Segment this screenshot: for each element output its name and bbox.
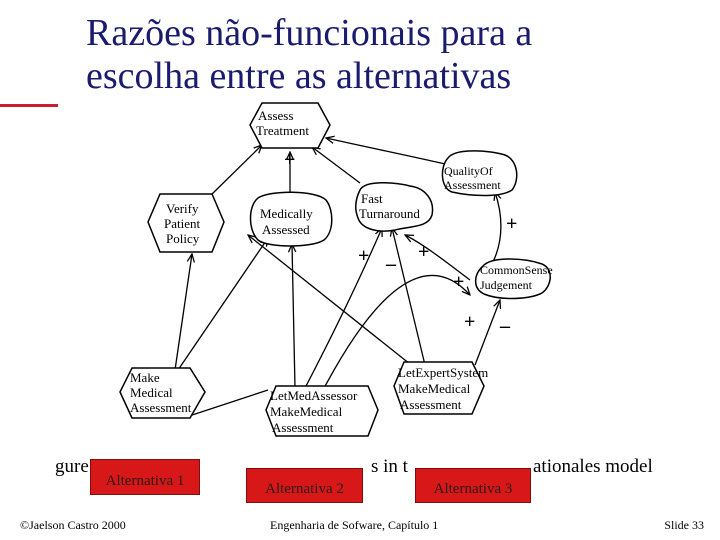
edge-make-to-verify	[174, 254, 192, 371]
svg-text:Verify: Verify	[166, 201, 199, 216]
node-fast-turnaround: Fast Turnaround	[355, 182, 434, 232]
contribution-common-plus: +	[453, 271, 464, 293]
svg-text:MakeMedical: MakeMedical	[398, 381, 471, 396]
contribution-fast-plus-1: +	[358, 245, 369, 267]
node-verify-patient-policy: Verify Patient Policy	[147, 193, 225, 253]
slide-title-line-2: escolha entre as alternativas	[86, 55, 512, 97]
slide-title: Razões não-funcionais para a escolha ent…	[86, 12, 706, 98]
edge-expert-to-common	[474, 300, 500, 366]
footer-course: Engenharia de Sofware, Capítulo 1	[270, 518, 439, 532]
svg-text:Medically: Medically	[260, 206, 313, 221]
footer-slide-number: Slide 33	[664, 518, 704, 532]
node-common-sense-judgement: CommonSense Judgement	[474, 258, 553, 300]
edge-verify-to-assess	[209, 145, 262, 197]
svg-text:LetExpertSystem: LetExpertSystem	[398, 365, 488, 380]
svg-text:Assessed: Assessed	[262, 222, 310, 237]
contribution-quality-plus: +	[506, 213, 517, 235]
contribution-expert-minus: –	[499, 315, 511, 337]
caption-left-fragment: gure	[55, 456, 89, 477]
edge-fast-to-assess	[312, 147, 361, 184]
contribution-fast-minus: –	[385, 253, 397, 275]
edge-make-to-medically	[177, 238, 268, 371]
caption-right-fragment: ationales model	[533, 456, 653, 477]
edge-letmed-to-common	[321, 274, 470, 393]
svg-text:Medical: Medical	[130, 385, 173, 400]
footer-copyright: ©Jaelson Castro 2000	[20, 518, 126, 532]
svg-text:Assessment: Assessment	[400, 397, 462, 412]
node-make-medical-assessment: Make Medical Assessment	[119, 367, 206, 419]
diagram-edges	[174, 138, 502, 419]
contribution-expert-plus: +	[464, 311, 475, 333]
title-accent-rule	[0, 104, 58, 107]
node-let-expert-system: LetExpertSystem MakeMedical Assessment	[393, 361, 488, 415]
svg-text:Treatment: Treatment	[256, 123, 309, 138]
svg-text:CommonSense: CommonSense	[480, 263, 553, 277]
node-quality-of-assessment: QualityOf Assessment	[441, 150, 518, 197]
contribution-labels: + + – + + + + –	[284, 149, 517, 337]
caption-mid-fragment: s in t	[371, 456, 408, 477]
svg-text:Patient: Patient	[164, 216, 200, 231]
svg-text:LetMedAssessor: LetMedAssessor	[270, 388, 358, 403]
node-let-med-assessor: LetMedAssessor MakeMedical Assessment	[265, 385, 379, 437]
svg-text:Judgement: Judgement	[480, 278, 533, 292]
svg-text:Fast: Fast	[361, 191, 383, 206]
svg-text:Assessment: Assessment	[444, 178, 501, 192]
svg-text:Turnaround: Turnaround	[359, 206, 420, 221]
slide-title-line-1: Razões não-funcionais para a	[86, 12, 533, 54]
alternative-3-label: Alternativa 3	[415, 468, 531, 503]
node-medically-assessed: Medically Assessed	[249, 191, 333, 247]
svg-text:QualityOf: QualityOf	[444, 164, 493, 178]
edge-quality-to-assess	[326, 138, 463, 169]
svg-text:Make: Make	[130, 370, 160, 385]
svg-text:Policy: Policy	[166, 231, 200, 246]
edge-common-to-fast	[405, 235, 471, 281]
contribution-assess-plus: +	[284, 149, 295, 171]
edge-letmed-to-make	[182, 389, 269, 419]
edge-common-to-quality	[489, 192, 502, 269]
edge-letmed-to-medically	[292, 244, 295, 389]
edge-expert-to-fast	[392, 228, 426, 366]
alternative-2-label: Alternativa 2	[246, 468, 363, 503]
edge-letmed-to-fast	[304, 228, 382, 389]
contribution-fast-plus-2: +	[418, 241, 429, 263]
svg-text:Assessment: Assessment	[130, 400, 192, 415]
svg-text:Assess: Assess	[258, 108, 293, 123]
edge-expert-to-medically	[248, 235, 421, 373]
svg-text:Assessment: Assessment	[272, 420, 334, 435]
node-assess-treatment: Assess Treatment	[249, 102, 331, 149]
svg-text:MakeMedical: MakeMedical	[270, 404, 343, 419]
figure-caption-fragments: gure s in t ationales model	[55, 455, 705, 479]
alternative-1-label: Alternativa 1	[90, 459, 200, 495]
